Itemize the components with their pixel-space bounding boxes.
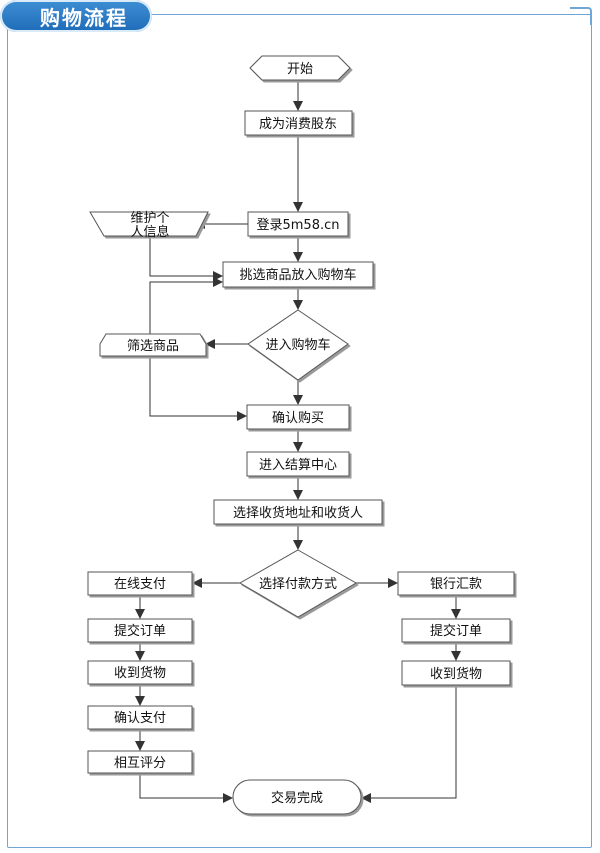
node-confirm-purchase: 确认购买: [246, 404, 350, 430]
node-enter-cart-label: 进入购物车: [265, 337, 330, 353]
frame-corner-decoration: [570, 7, 592, 25]
node-maintain-info-label-1: 维护个: [130, 211, 169, 226]
node-select-address: 选择收货地址和收货人: [213, 499, 383, 525]
arrow-info-to-pick: [149, 236, 223, 281]
node-select-address-label: 选择收货地址和收货人: [233, 505, 363, 521]
node-enter-cart: 进入购物车: [247, 309, 349, 381]
node-filter-goods: 筛选商品: [99, 333, 207, 357]
node-online-pay: 在线支付: [87, 571, 193, 596]
arrow-receive-right-to-done: [361, 685, 457, 803]
node-become-shareholder-label: 成为消费股东: [259, 117, 337, 132]
arrow-rating-to-done: [139, 773, 233, 803]
node-maintain-info-label-2: 人信息: [130, 224, 169, 240]
node-pick-goods-label: 挑选商品放入购物车: [239, 267, 356, 283]
node-filter-goods-label: 筛选商品: [127, 339, 179, 354]
arrow-filter-to-confirm: [149, 356, 247, 421]
node-become-shareholder: 成为消费股东: [244, 110, 353, 136]
arrow-filter-to-pick: [149, 277, 223, 334]
node-checkout: 进入结算中心: [246, 451, 350, 477]
node-receive-goods-left-label: 收到货物: [114, 665, 166, 681]
node-submit-order-left: 提交订单: [87, 618, 193, 643]
node-submit-order-right: 提交订单: [401, 618, 511, 643]
node-maintain-info: 维护个 人信息: [89, 211, 209, 240]
node-login-label: 登录5m58.cn: [257, 218, 340, 233]
node-payment-method: 选择付款方式: [239, 549, 357, 618]
node-receive-goods-right-label: 收到货物: [430, 666, 482, 682]
page-title: 购物流程: [40, 6, 128, 30]
node-submit-order-left-label: 提交订单: [114, 623, 166, 639]
node-pick-goods: 挑选商品放入购物车: [222, 261, 374, 288]
node-mutual-rating: 相互评分: [87, 750, 193, 774]
node-payment-method-label: 选择付款方式: [259, 576, 337, 592]
connectors: [135, 80, 461, 803]
node-start: 开始: [249, 55, 351, 81]
node-online-pay-label: 在线支付: [114, 577, 166, 592]
node-login: 登录5m58.cn: [247, 211, 349, 237]
node-checkout-label: 进入结算中心: [259, 458, 337, 473]
node-confirm-pay-label: 确认支付: [114, 711, 166, 726]
node-confirm-pay: 确认支付: [87, 705, 193, 730]
node-mutual-rating-label: 相互评分: [114, 756, 166, 771]
node-bank-transfer: 银行汇款: [397, 571, 515, 596]
node-receive-goods-left: 收到货物: [87, 660, 193, 685]
node-receive-goods-right: 收到货物: [401, 660, 511, 686]
node-confirm-purchase-label: 确认购买: [272, 410, 324, 426]
title-tab: 购物流程: [0, 0, 152, 32]
node-done: 交易完成: [232, 779, 362, 815]
node-submit-order-right-label: 提交订单: [430, 623, 482, 639]
node-bank-transfer-label: 银行汇款: [430, 577, 482, 592]
node-done-label: 交易完成: [271, 790, 323, 806]
node-start-label: 开始: [287, 62, 313, 77]
